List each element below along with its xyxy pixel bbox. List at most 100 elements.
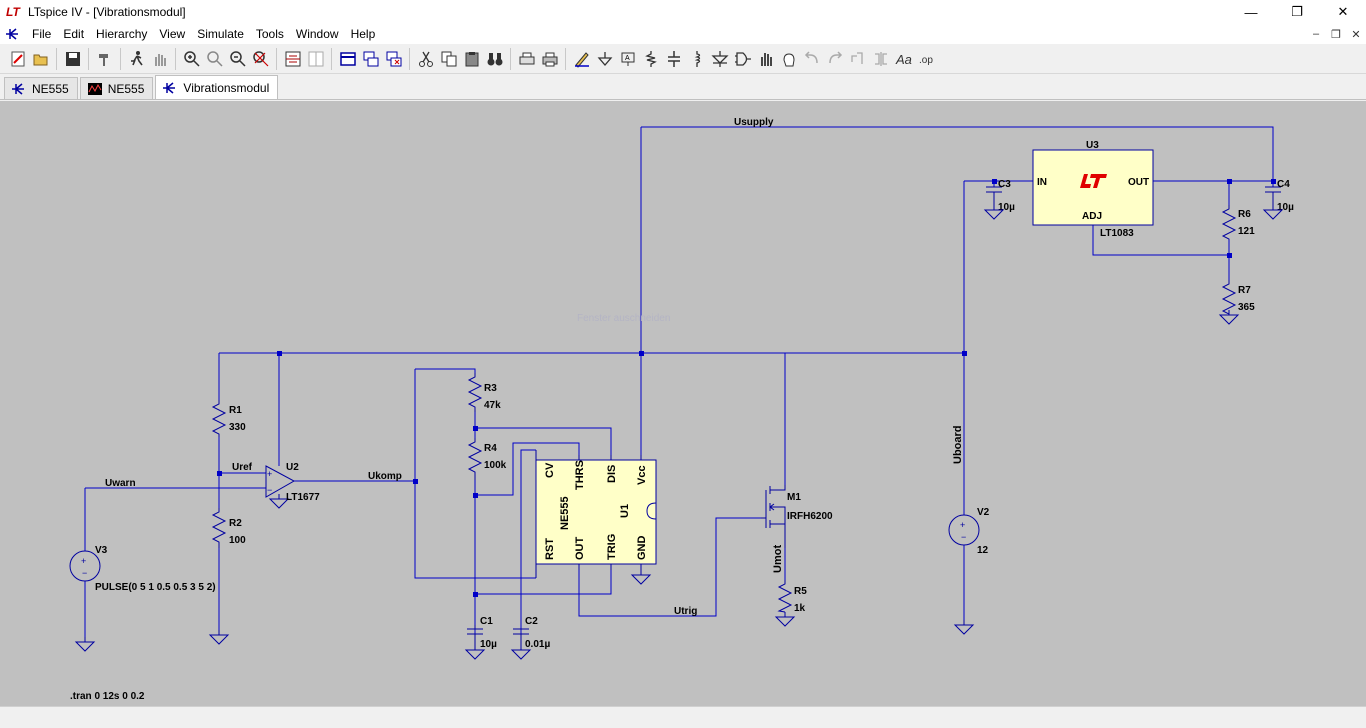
child-restore-button[interactable]: ❐ — [1331, 28, 1341, 41]
save-button[interactable] — [61, 48, 84, 70]
close-windows-button[interactable] — [382, 48, 405, 70]
child-minimize-button[interactable]: – — [1312, 28, 1320, 40]
paste-button[interactable] — [460, 48, 483, 70]
svg-text:0.01µ: 0.01µ — [525, 639, 550, 650]
resistor-r3[interactable]: R3 47k — [467, 373, 501, 412]
schematic-canvas[interactable]: Usupply Uwarn Uref Ukomp Utrig Uboard Um… — [0, 101, 1366, 706]
drag-button[interactable] — [777, 48, 800, 70]
find-button[interactable] — [483, 48, 506, 70]
close-button[interactable]: ✕ — [1337, 4, 1349, 19]
control-panel-button[interactable] — [93, 48, 116, 70]
zoom-in-button[interactable] — [180, 48, 203, 70]
child-close-button[interactable]: ✕ — [1351, 28, 1361, 41]
minimize-button[interactable]: — — [1244, 4, 1258, 20]
menu-view[interactable]: View — [159, 27, 186, 41]
svg-text:C4: C4 — [1277, 179, 1290, 190]
tab-vibrationsmodul[interactable]: Vibrationsmodul — [155, 75, 279, 99]
net-label-umot: Umot — [772, 545, 784, 573]
printer-icon — [542, 52, 557, 66]
resistor-r2[interactable]: R2 100 — [211, 508, 246, 548]
svg-text:100k: 100k — [484, 460, 507, 471]
hand-icon — [154, 53, 166, 66]
menu-file[interactable]: File — [32, 27, 52, 41]
zoom-fit-icon — [252, 50, 268, 66]
run-icon — [130, 50, 143, 65]
resistor-r4[interactable]: R4 100k — [467, 438, 507, 480]
tab-ne555-waveform[interactable]: NE555 — [79, 77, 154, 99]
net-label-uwarn: Uwarn — [105, 478, 136, 489]
zoom-out-button[interactable] — [226, 48, 249, 70]
new-schematic-button[interactable] — [6, 48, 29, 70]
capacitor-c2[interactable]: C2 0.01µ — [513, 616, 550, 650]
mirror-button[interactable] — [869, 48, 892, 70]
spice-directive-button[interactable]: .op — [915, 48, 938, 70]
svg-text:47k: 47k — [484, 400, 501, 411]
net-label-usupply: Usupply — [734, 117, 774, 128]
svg-text:+: + — [267, 469, 272, 479]
text-button[interactable]: Aa — [892, 48, 915, 70]
inductor-button[interactable] — [685, 48, 708, 70]
pencil-icon — [574, 51, 589, 68]
rotate-button[interactable] — [846, 48, 869, 70]
tile-vertical-button[interactable] — [304, 48, 327, 70]
copy-button[interactable] — [437, 48, 460, 70]
print-setup-button[interactable] — [515, 48, 538, 70]
menu-window[interactable]: Window — [295, 27, 339, 41]
menu-tools[interactable]: Tools — [255, 27, 284, 41]
spice-directive-text[interactable]: .tran 0 12s 0 0.2 — [70, 691, 145, 702]
tile-vertical-icon — [308, 51, 323, 66]
ground-button[interactable] — [593, 48, 616, 70]
move-button[interactable] — [754, 48, 777, 70]
draw-wire-button[interactable] — [570, 48, 593, 70]
resistor-button[interactable] — [639, 48, 662, 70]
schematic-icon — [163, 81, 176, 94]
diode-button[interactable] — [708, 48, 731, 70]
svg-text:−: − — [961, 532, 966, 542]
cascade-windows-button[interactable] — [359, 48, 382, 70]
label-net-icon: A — [621, 52, 634, 66]
opamp-u2[interactable]: + − U2 LT1677 — [265, 462, 320, 503]
tile-windows-button[interactable] — [336, 48, 359, 70]
cut-button[interactable] — [414, 48, 437, 70]
menu-simulate[interactable]: Simulate — [197, 27, 244, 41]
ic-ne555-u1[interactable]: CV THRS DIS Vcc RST OUT TRIG GND NE555 U… — [535, 450, 657, 578]
voltage-source-v2[interactable]: + − V2 12 — [948, 507, 990, 556]
svg-text:Vcc: Vcc — [636, 465, 648, 485]
capacitor-button[interactable] — [662, 48, 685, 70]
zoom-fit-button[interactable] — [249, 48, 272, 70]
label-net-button[interactable]: A — [616, 48, 639, 70]
resistor-r1[interactable]: R1 330 — [211, 400, 246, 437]
component-button[interactable] — [731, 48, 754, 70]
schematic-icon[interactable] — [4, 26, 20, 42]
menu-edit[interactable]: Edit — [63, 27, 85, 41]
voltage-source-v3[interactable]: + − V3 PULSE(0 5 1 0.5 0.5 3 5 2) — [69, 545, 216, 593]
menu-help[interactable]: Help — [350, 27, 376, 41]
new-schematic-icon — [11, 51, 24, 66]
text-icon: Aa — [895, 52, 912, 67]
pan-button[interactable] — [203, 48, 226, 70]
undo-button[interactable] — [800, 48, 823, 70]
print-button[interactable] — [538, 48, 561, 70]
tab-ne555-schematic[interactable]: NE555 — [4, 77, 78, 99]
tile-windows-icon — [339, 51, 356, 66]
regulator-lt1083-u3[interactable]: U3 IN OUT ADJ LT1083 — [1032, 140, 1154, 239]
resistor-r6[interactable]: R6 121 — [1221, 205, 1255, 240]
redo-button[interactable] — [823, 48, 846, 70]
mosfet-m1[interactable]: M1 IRFH6200 — [761, 485, 833, 548]
schematic-drawing[interactable]: Usupply Uwarn Uref Ukomp Utrig Uboard Um… — [0, 101, 1366, 706]
open-button[interactable] — [29, 48, 52, 70]
run-button[interactable] — [125, 48, 148, 70]
resistor-r5[interactable]: R5 1k — [777, 580, 807, 614]
menu-hierarchy[interactable]: Hierarchy — [96, 27, 148, 41]
capacitor-c4[interactable]: C4 10µ — [1265, 179, 1294, 213]
resistor-r7[interactable]: R7 365 — [1221, 280, 1255, 315]
svg-text:C3: C3 — [998, 179, 1011, 190]
svg-text:Aa: Aa — [895, 52, 912, 67]
scissors-icon — [418, 51, 433, 67]
tile-horizontal-button[interactable] — [281, 48, 304, 70]
junctions — [217, 179, 1276, 597]
capacitor-c1[interactable]: C1 10µ — [467, 616, 497, 650]
restore-button[interactable]: ❐ — [1291, 4, 1303, 19]
halt-button[interactable] — [148, 48, 171, 70]
capacitor-c3[interactable]: C3 10µ — [986, 179, 1015, 213]
